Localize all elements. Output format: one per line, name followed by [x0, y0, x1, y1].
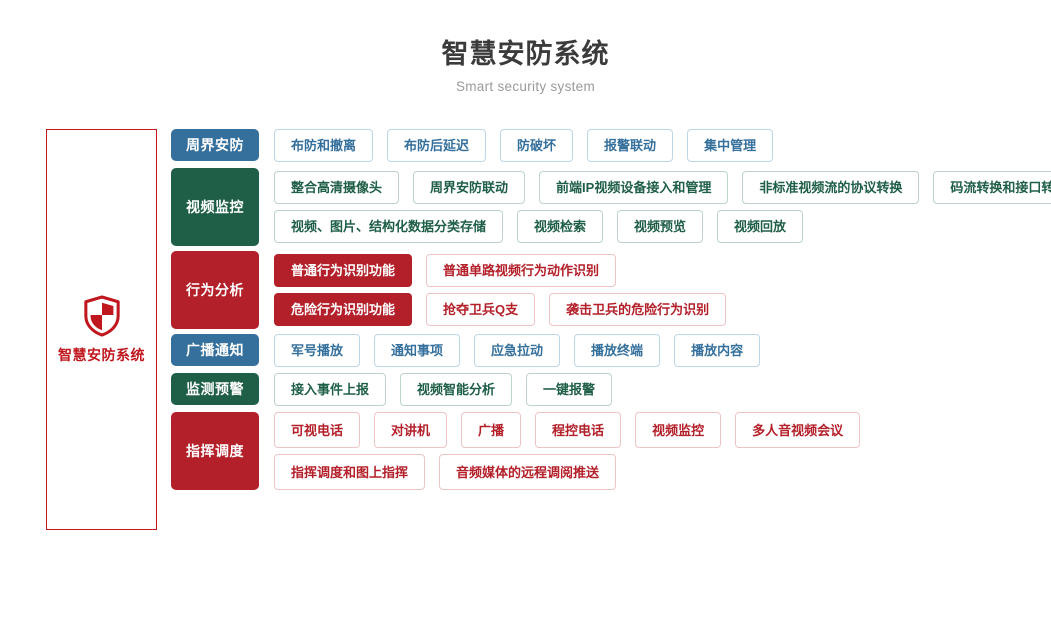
system-brand-panel: 智慧安防系统	[46, 129, 157, 530]
feature-chip[interactable]: 视频回放	[717, 210, 804, 243]
category-rows: 周界安防布防和撤离布防后延迟防破坏报警联动集中管理视频监控整合高清摄像头周界安防…	[171, 129, 1051, 496]
chip-line: 普通行为识别功能普通单路视频行为动作识别	[274, 254, 1041, 287]
chip-line: 军号播放通知事项应急拉动播放终端播放内容	[274, 334, 1041, 367]
feature-chip[interactable]: 播放内容	[674, 334, 761, 367]
feature-chip[interactable]: 播放终端	[574, 334, 661, 367]
category-label-4[interactable]: 广播通知	[171, 334, 259, 366]
category-label-5[interactable]: 监测预警	[171, 373, 259, 405]
category-row: 行为分析普通行为识别功能普通单路视频行为动作识别危险行为识别功能抢夺卫兵Q支袭击…	[171, 251, 1041, 329]
feature-chip[interactable]: 广播	[461, 412, 522, 448]
feature-chip[interactable]: 前端IP视频设备接入和管理	[539, 171, 729, 204]
feature-chip[interactable]: 视频监控	[635, 412, 722, 448]
chip-group: 整合高清摄像头周界安防联动前端IP视频设备接入和管理非标准视频流的协议转换码流转…	[274, 168, 1051, 246]
feature-chip[interactable]: 视频预览	[617, 210, 704, 243]
feature-chip[interactable]: 危险行为识别功能	[274, 293, 413, 326]
feature-chip[interactable]: 非标准视频流的协议转换	[742, 171, 920, 204]
feature-chip[interactable]: 音频媒体的远程调阅推送	[439, 454, 617, 490]
feature-chip[interactable]: 通知事项	[374, 334, 461, 367]
chip-line: 接入事件上报视频智能分析一键报警	[274, 373, 1041, 406]
chip-group: 接入事件上报视频智能分析一键报警	[274, 373, 1041, 406]
chip-line: 指挥调度和图上指挥音频媒体的远程调阅推送	[274, 454, 1041, 490]
chip-line: 布防和撤离布防后延迟防破坏报警联动集中管理	[274, 129, 1041, 162]
feature-chip[interactable]: 应急拉动	[474, 334, 561, 367]
feature-chip[interactable]: 可视电话	[274, 412, 361, 448]
chip-group: 可视电话对讲机广播程控电话视频监控多人音视频会议指挥调度和图上指挥音频媒体的远程…	[274, 412, 1041, 490]
chip-group: 军号播放通知事项应急拉动播放终端播放内容	[274, 334, 1041, 367]
feature-chip[interactable]: 程控电话	[535, 412, 622, 448]
feature-chip[interactable]: 视频、图片、结构化数据分类存储	[274, 210, 504, 243]
chip-line: 视频、图片、结构化数据分类存储视频检索视频预览视频回放	[274, 210, 1051, 243]
chip-line: 可视电话对讲机广播程控电话视频监控多人音视频会议	[274, 412, 1041, 448]
page-title: 智慧安防系统	[441, 39, 610, 69]
category-label-6[interactable]: 指挥调度	[171, 412, 259, 490]
feature-chip[interactable]: 布防后延迟	[387, 129, 487, 162]
category-label-1[interactable]: 周界安防	[171, 129, 259, 161]
category-row: 指挥调度可视电话对讲机广播程控电话视频监控多人音视频会议指挥调度和图上指挥音频媒…	[171, 412, 1041, 490]
category-row: 视频监控整合高清摄像头周界安防联动前端IP视频设备接入和管理非标准视频流的协议转…	[171, 168, 1051, 246]
shield-icon	[83, 294, 121, 337]
feature-chip[interactable]: 布防和撤离	[274, 129, 374, 162]
feature-chip[interactable]: 周界安防联动	[413, 171, 526, 204]
feature-chip[interactable]: 整合高清摄像头	[274, 171, 400, 204]
feature-chip[interactable]: 集中管理	[687, 129, 774, 162]
feature-chip[interactable]: 对讲机	[374, 412, 448, 448]
page-header: 智慧安防系统 Smart security system	[0, 0, 1051, 94]
chip-group: 普通行为识别功能普通单路视频行为动作识别危险行为识别功能抢夺卫兵Q支袭击卫兵的危…	[274, 251, 1041, 329]
feature-chip[interactable]: 指挥调度和图上指挥	[274, 454, 426, 490]
feature-chip[interactable]: 接入事件上报	[274, 373, 387, 406]
feature-chip[interactable]: 多人音视频会议	[735, 412, 861, 448]
category-label-3[interactable]: 行为分析	[171, 251, 259, 329]
feature-chip[interactable]: 袭击卫兵的危险行为识别	[549, 293, 727, 326]
feature-chip[interactable]: 一键报警	[526, 373, 613, 406]
feature-chip[interactable]: 视频智能分析	[400, 373, 513, 406]
category-row: 广播通知军号播放通知事项应急拉动播放终端播放内容	[171, 334, 1041, 367]
chip-line: 整合高清摄像头周界安防联动前端IP视频设备接入和管理非标准视频流的协议转换码流转…	[274, 171, 1051, 204]
page-subtitle: Smart security system	[455, 79, 596, 95]
category-label-2[interactable]: 视频监控	[171, 168, 259, 246]
feature-chip[interactable]: 军号播放	[274, 334, 361, 367]
feature-chip[interactable]: 码流转换和接口转换	[933, 171, 1051, 204]
chip-line: 危险行为识别功能抢夺卫兵Q支袭击卫兵的危险行为识别	[274, 293, 1041, 326]
feature-chip[interactable]: 报警联动	[587, 129, 674, 162]
feature-chip[interactable]: 普通行为识别功能	[274, 254, 413, 287]
system-brand-label: 智慧安防系统	[58, 346, 145, 363]
chip-group: 布防和撤离布防后延迟防破坏报警联动集中管理	[274, 129, 1041, 162]
category-row: 监测预警接入事件上报视频智能分析一键报警	[171, 373, 1041, 406]
feature-chip[interactable]: 视频检索	[517, 210, 604, 243]
feature-chip[interactable]: 防破坏	[500, 129, 574, 162]
category-row: 周界安防布防和撤离布防后延迟防破坏报警联动集中管理	[171, 129, 1041, 162]
feature-chip[interactable]: 抢夺卫兵Q支	[426, 293, 536, 326]
feature-chip[interactable]: 普通单路视频行为动作识别	[426, 254, 617, 287]
